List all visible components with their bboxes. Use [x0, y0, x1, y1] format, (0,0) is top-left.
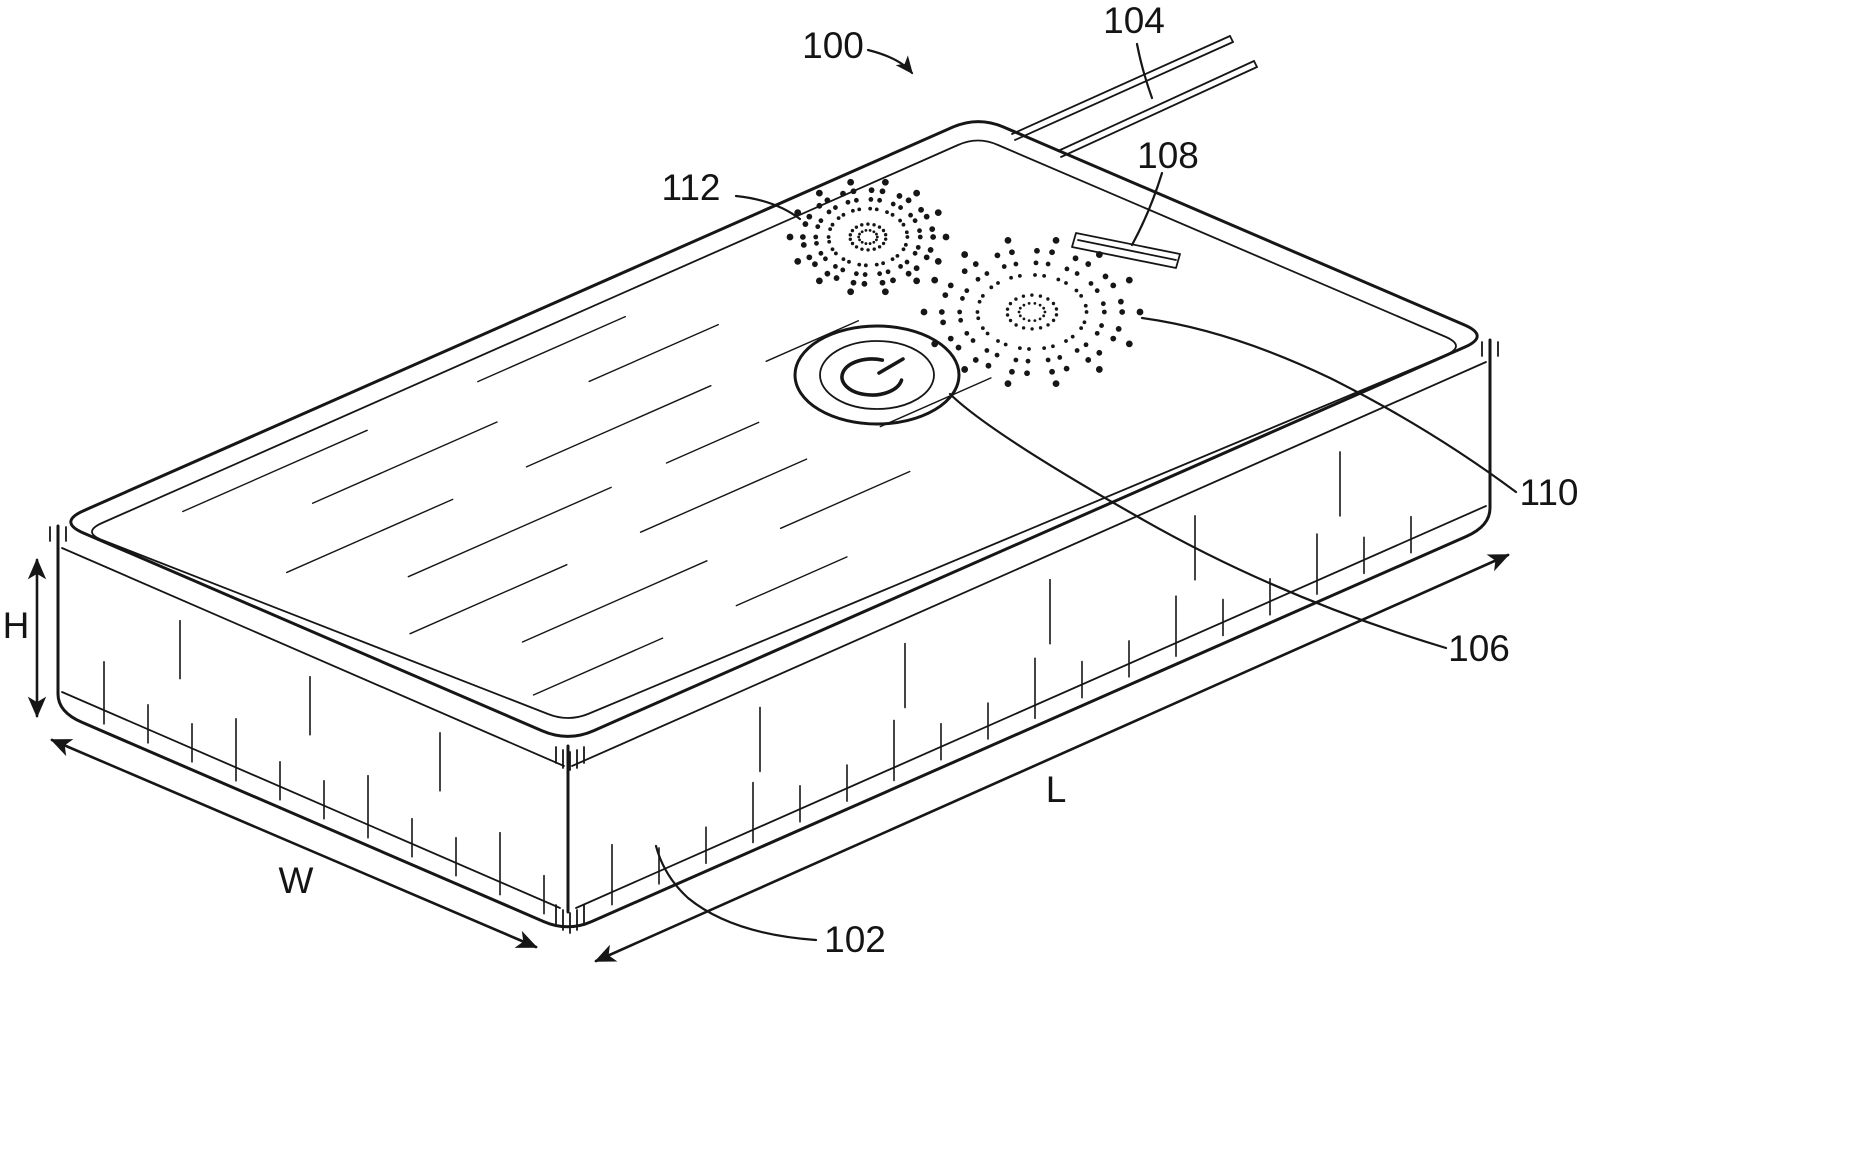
ref-label-112: 112: [662, 167, 721, 208]
corner-hatching: [49, 341, 1499, 934]
speaker-grille-left: [786, 178, 950, 296]
top-face-outline: [69, 120, 1479, 738]
labels: 100 104 108 112 110 106 102 H W L: [3, 0, 1579, 960]
right-face-bottom-rim: [575, 505, 1487, 909]
top-face-sheen-lines: [182, 315, 992, 696]
ref-label-100: 100: [802, 25, 864, 66]
device-housing: [49, 120, 1499, 934]
right-face-top-rim: [571, 361, 1487, 767]
ref-label-104: 104: [1103, 0, 1165, 41]
leader-108: [1130, 171, 1164, 247]
left-face-ticks: [103, 619, 545, 915]
ref-label-110: 110: [1520, 472, 1579, 513]
length-dimension-arrow: [594, 553, 1510, 963]
dim-label-length: L: [1046, 769, 1067, 810]
ref-label-108: 108: [1137, 135, 1199, 176]
ref-label-106: 106: [1448, 628, 1510, 669]
power-cables: [1011, 35, 1258, 158]
leader-112: [734, 194, 802, 221]
width-dimension-arrow: [50, 738, 538, 949]
leader-100: [866, 48, 914, 75]
leader-106: [948, 392, 1448, 650]
dimension-arrows: [27, 553, 1510, 963]
indicator-slot: [1071, 232, 1181, 269]
right-face-ticks: [611, 451, 1412, 906]
left-face-top-rim: [61, 547, 565, 767]
dim-label-width: W: [279, 860, 314, 901]
power-icon: [840, 357, 905, 397]
dim-label-height: H: [3, 605, 30, 646]
speaker-grille-right: [920, 237, 1144, 387]
leader-102: [654, 844, 818, 942]
leader-lines: [654, 42, 1518, 942]
bottom-outline: [56, 506, 1492, 929]
power-button: [793, 324, 961, 426]
leader-104: [1135, 42, 1154, 100]
ref-label-102: 102: [824, 919, 886, 960]
top-face-inner-rim: [91, 139, 1457, 719]
leader-110: [1140, 316, 1518, 494]
